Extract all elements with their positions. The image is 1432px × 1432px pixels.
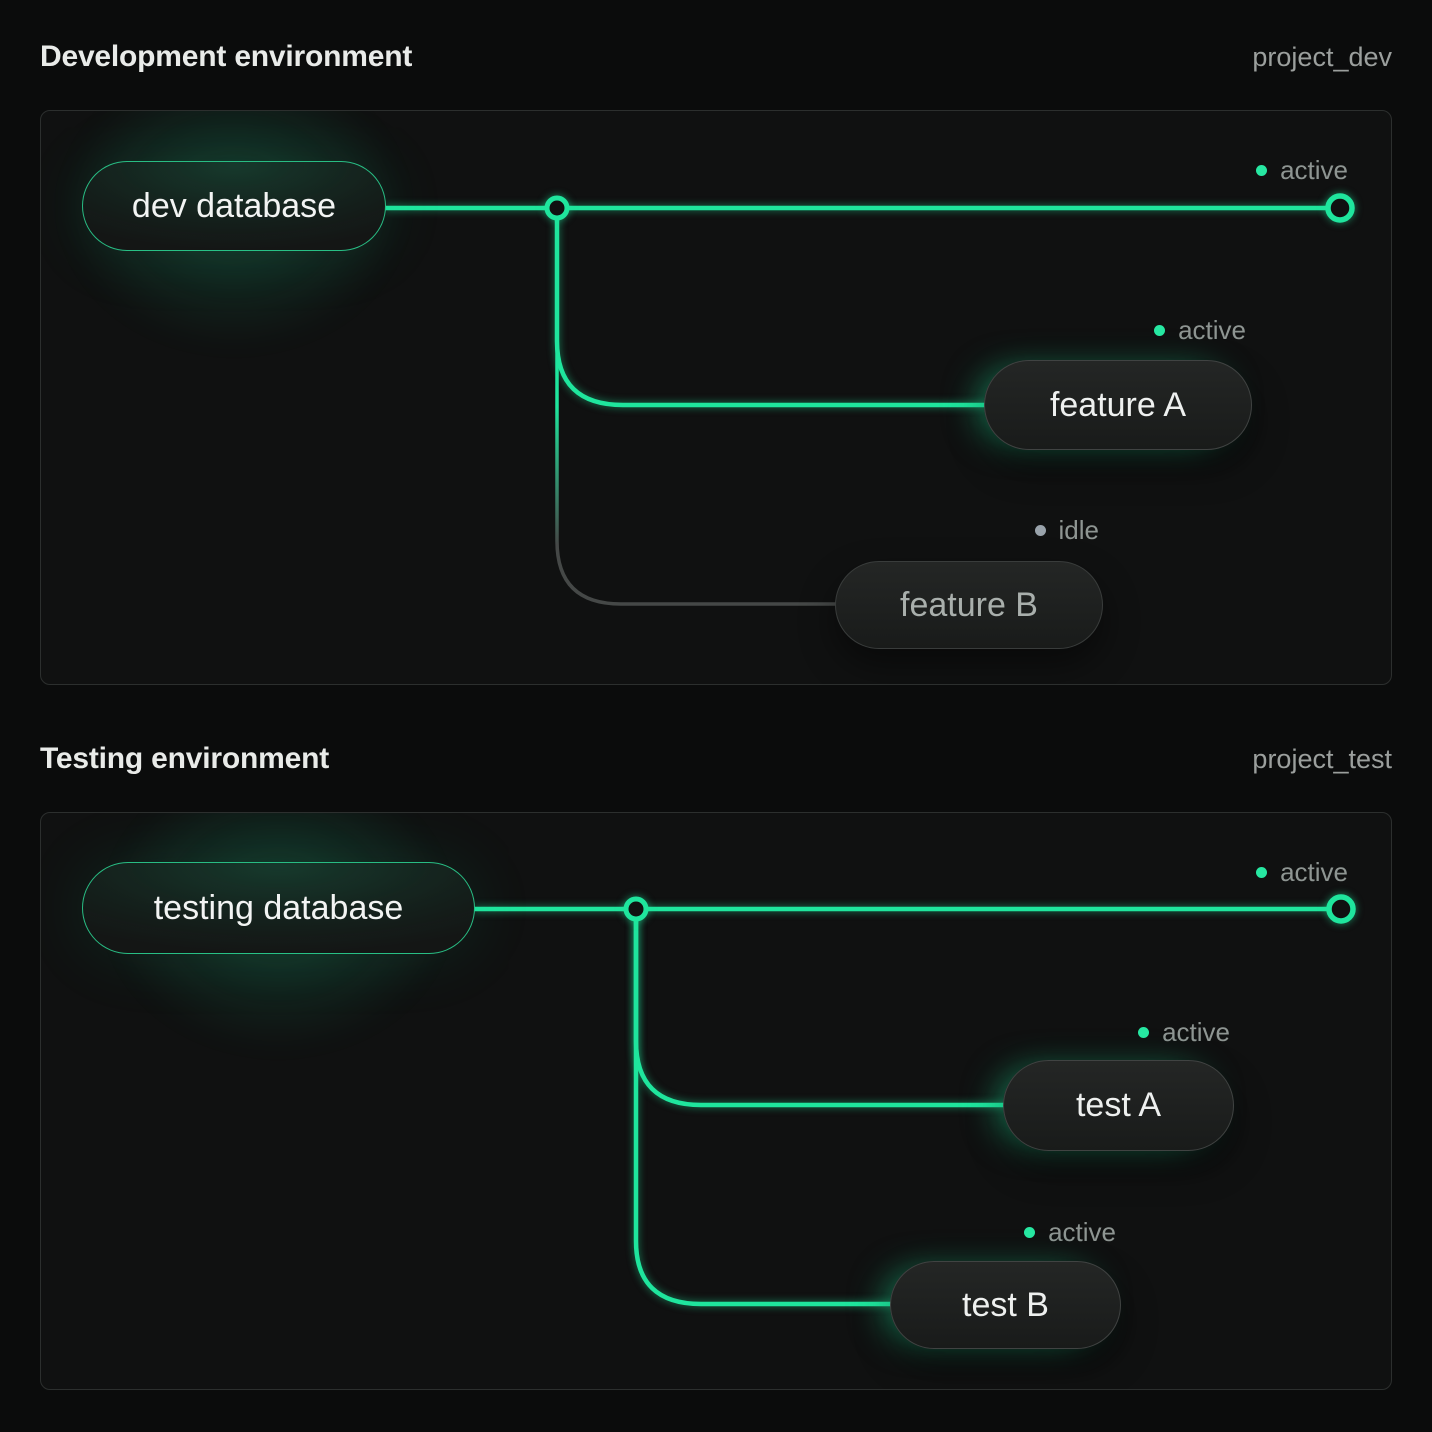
test-branch-b-pill[interactable]: test B <box>890 1261 1121 1349</box>
dev-section-header: Development environment project_dev <box>40 40 1392 74</box>
test-branch-b-label: test B <box>962 1285 1049 1324</box>
active-status-dot <box>1256 164 1268 176</box>
test-main-status: active <box>1256 855 1348 889</box>
dev-project-label: project_dev <box>1252 42 1392 72</box>
active-status-dot <box>1138 1026 1150 1038</box>
test-panel: testing database active active test A ac… <box>40 812 1392 1390</box>
dev-branch-a-status-label: active <box>1178 314 1246 345</box>
test-head-node <box>1326 894 1356 924</box>
test-branch-b-status-label: active <box>1048 1216 1116 1247</box>
test-branch-a-line <box>633 909 1007 1108</box>
dev-panel: dev database active active feature A idl… <box>40 110 1392 685</box>
dev-branch-a-line <box>554 208 987 408</box>
test-database-node-pill[interactable]: testing database <box>82 862 475 954</box>
test-database-label: testing database <box>153 888 404 927</box>
test-branch-a-label: test A <box>1075 1086 1162 1124</box>
dev-branch-a-pill[interactable]: feature A <box>984 360 1252 450</box>
test-branch-a-pill[interactable]: test A <box>1003 1060 1234 1151</box>
test-section-header: Testing environment project_test <box>40 742 1392 776</box>
active-status-dot <box>1256 866 1268 878</box>
dev-head-node <box>1325 193 1355 223</box>
dev-database-node-pill[interactable]: dev database <box>82 161 386 251</box>
test-branch-b-status: active <box>1024 1215 1116 1249</box>
dev-branch-b-status-label: idle <box>1058 514 1099 545</box>
test-branch-graph <box>474 894 1356 1307</box>
test-branch-node <box>623 896 649 922</box>
dev-section-title: Development environment <box>40 40 413 73</box>
test-branch-b-line <box>633 909 894 1307</box>
dev-branch-a-status: active <box>1154 313 1246 347</box>
idle-status-dot <box>1034 524 1046 536</box>
dev-database-label: dev database <box>131 186 337 225</box>
test-branch-a-status: active <box>1138 1015 1230 1049</box>
active-status-dot <box>1154 324 1166 336</box>
active-status-dot <box>1024 1226 1036 1238</box>
dev-main-status: active <box>1256 153 1348 187</box>
dev-branch-node <box>544 195 570 221</box>
dev-branch-b-status: idle <box>1034 513 1099 547</box>
test-project-label: project_test <box>1252 744 1392 774</box>
dev-branch-b-label: feature B <box>900 585 1038 624</box>
test-section-title: Testing environment <box>40 742 330 775</box>
dev-main-status-label: active <box>1280 154 1348 185</box>
dev-branch-b-line <box>555 208 839 606</box>
dev-branch-b-pill[interactable]: feature B <box>835 561 1103 649</box>
test-branch-a-status-label: active <box>1162 1016 1230 1047</box>
dev-branch-a-label: feature A <box>1049 385 1187 424</box>
test-main-status-label: active <box>1280 856 1348 887</box>
dev-branch-graph <box>385 193 1355 606</box>
